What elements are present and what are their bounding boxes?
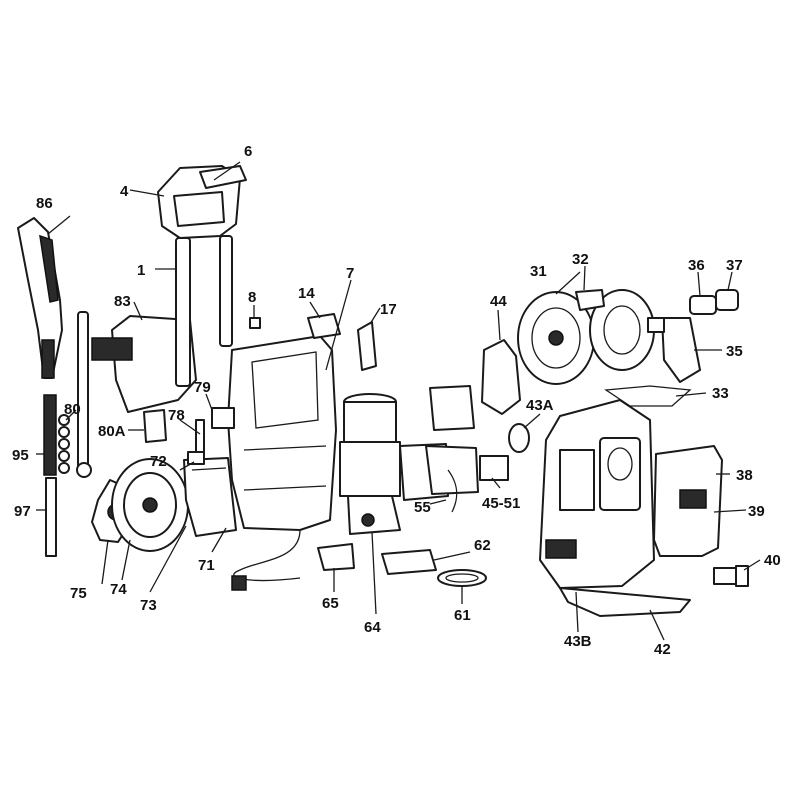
part-label: 65	[322, 595, 339, 612]
part-label: 37	[726, 257, 743, 274]
wheel	[111, 458, 189, 552]
pump-block	[399, 443, 479, 513]
part-label: 80	[64, 401, 81, 418]
part-label: 71	[198, 557, 215, 574]
part-label: 14	[298, 285, 315, 302]
part-label: 86	[36, 195, 53, 212]
part-label: 40	[764, 552, 781, 569]
o-ring	[437, 569, 487, 587]
part-label: 38	[736, 467, 753, 484]
front-cover	[653, 445, 723, 557]
switch-housing	[429, 339, 530, 453]
part-label: 62	[474, 537, 491, 554]
part-label: 35	[726, 343, 743, 360]
handle	[157, 165, 247, 387]
part-label: 44	[490, 293, 507, 310]
part-label: 31	[530, 263, 547, 280]
part-label: 95	[12, 447, 29, 464]
part-label: 7	[346, 265, 354, 282]
part-label: 8	[248, 289, 256, 306]
pressure-switch	[479, 455, 509, 481]
part-label: 32	[572, 251, 589, 268]
part-label: 83	[114, 293, 131, 310]
part-label: 45-51	[482, 495, 520, 512]
part-label: 64	[364, 619, 381, 636]
part-label: 78	[168, 407, 185, 424]
part-label: 80A	[98, 423, 126, 440]
hose-connector	[647, 289, 739, 383]
part-label: 79	[194, 379, 211, 396]
part-label: 72	[150, 453, 167, 470]
bottle-holder	[183, 457, 237, 537]
part-label: 6	[244, 143, 252, 160]
part-label: 36	[688, 257, 705, 274]
part-label: 17	[380, 301, 397, 318]
part-label: 97	[14, 503, 31, 520]
leader-lines	[36, 161, 761, 641]
nozzle-rack	[43, 394, 70, 557]
part-labels: 1 4 6 7 8 14 17 31 32 33 35 36 37 38 39 …	[12, 143, 781, 658]
part-label: 73	[140, 597, 157, 614]
main-frame	[187, 335, 337, 531]
part-label: 75	[70, 585, 87, 602]
part-label: 43B	[564, 633, 592, 650]
part-label: 33	[712, 385, 729, 402]
part-label: 42	[654, 641, 671, 658]
part-label: 1	[137, 262, 145, 279]
housing	[539, 399, 691, 617]
hose-reel	[517, 289, 655, 385]
detergent-tray	[317, 543, 355, 571]
filter-bracket	[381, 549, 437, 575]
part-label: 55	[414, 499, 431, 516]
part-label: 4	[120, 183, 129, 200]
power-cord	[231, 529, 301, 591]
small-parts-upper	[249, 313, 377, 371]
part-label: 61	[454, 607, 471, 624]
motor	[339, 393, 401, 535]
inlet-coupling	[713, 565, 749, 587]
part-label: 39	[748, 503, 765, 520]
spray-gun	[17, 217, 63, 379]
part-label: 74	[110, 581, 127, 598]
part-label: 43A	[526, 397, 554, 414]
lance	[76, 311, 92, 478]
